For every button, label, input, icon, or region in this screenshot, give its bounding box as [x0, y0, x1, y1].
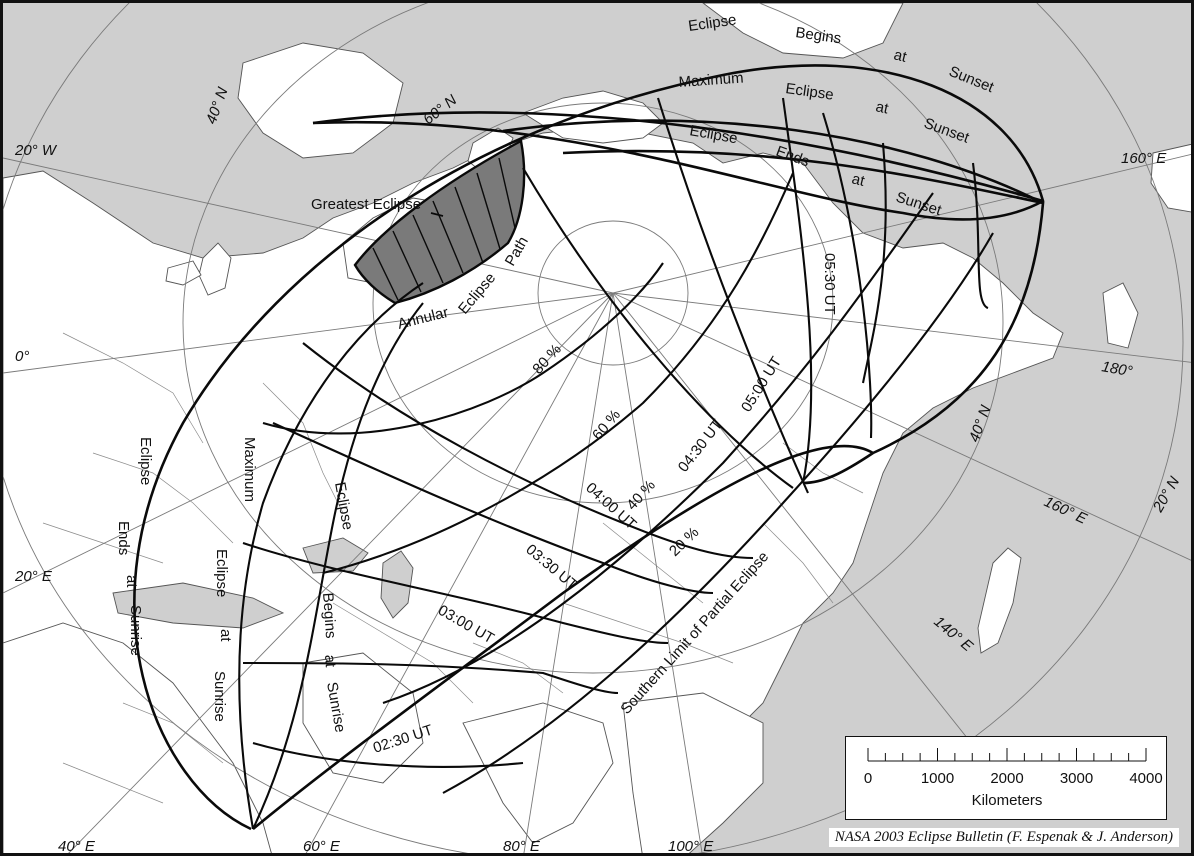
land-arabia	[302, 652, 424, 784]
land-north-america	[702, 3, 904, 59]
time-0600-line	[781, 97, 813, 484]
lon-label-0: 0°	[15, 348, 29, 365]
northern-limit-curve	[252, 444, 874, 831]
label-ends-sunrise-1: Eclipse	[137, 437, 154, 485]
label-max-sunrise-1: Maximum	[241, 437, 258, 502]
scale-label-4000: 4000	[1129, 770, 1163, 787]
maximum-at-sunset-curve	[502, 119, 1044, 205]
lat-label-40n-right: 40° N	[966, 403, 995, 444]
annular-path-time-ticks	[372, 157, 516, 301]
label-ends-sunrise-2: Ends	[115, 521, 132, 555]
magnitude-80-curve	[262, 262, 664, 435]
land-kamchatka	[1102, 282, 1139, 349]
magnitude-60-curve	[322, 172, 794, 575]
time-label-0530: 05:30 UT	[821, 253, 838, 315]
label-greatest-eclipse: Greatest Eclipse	[311, 196, 421, 213]
time-0330-line	[242, 542, 669, 645]
scale-label-2000: 2000	[990, 770, 1024, 787]
time-0700-line	[861, 142, 887, 384]
time-0430-line	[302, 342, 754, 560]
label-max-sunrise-2: Eclipse	[213, 549, 230, 597]
time-0230-line	[252, 741, 524, 768]
outer-envelope	[133, 64, 1045, 831]
time-0400-line	[272, 422, 714, 595]
lat-label-40n-left: 40° N	[203, 85, 232, 126]
label-max-sunset-4: Sunset	[922, 115, 972, 147]
label-ends-sunset-1: Eclipse	[688, 122, 739, 147]
label-begins-sunset-1: Eclipse	[687, 11, 737, 35]
label-ends-sunset-3: at	[850, 170, 867, 190]
land-india	[462, 702, 614, 844]
label-max-sunrise-3: at	[217, 629, 234, 642]
lon-label-60e: 60° E	[303, 838, 341, 855]
land-mediterranean	[112, 582, 285, 629]
scale-bar: 0 1000 2000 3000 4000 Kilometers	[845, 736, 1167, 820]
label-begins-sunrise-3: at	[321, 654, 339, 668]
magnitude-20-curve	[442, 232, 994, 794]
lat-label-60n: 60° N	[420, 91, 460, 128]
lon-label-160e-top: 160° E	[1121, 150, 1167, 167]
label-ends-sunrise-4: Sunrise	[127, 605, 144, 656]
lon-label-140e: 140° E	[930, 613, 976, 656]
time-0300-line	[242, 661, 619, 695]
label-begins-sunset-4: Sunset	[947, 63, 997, 97]
magnitude-40-curve	[382, 192, 934, 704]
label-begins-sunrise-2: Begins	[319, 592, 339, 639]
ends-at-sunset-curve	[562, 149, 1045, 485]
scale-label-0: 0	[863, 770, 873, 787]
time-0730-line	[971, 162, 989, 309]
lon-label-40e: 40° E	[58, 838, 96, 855]
begins-at-sunrise-curve	[252, 302, 424, 830]
maximum-at-sunrise-curve	[238, 282, 424, 830]
scale-label-1000: 1000	[920, 770, 955, 787]
time-0530-line	[656, 97, 809, 494]
lon-label-180: 180°	[1100, 358, 1134, 380]
scale-ruler	[867, 748, 1147, 762]
land-japan	[977, 547, 1022, 654]
label-begins-sunset-2: Begins	[794, 24, 842, 47]
scale-unit-label: Kilometers	[971, 792, 1043, 809]
land-se-asia	[622, 692, 764, 853]
credit-line: NASA 2003 Eclipse Bulletin (F. Espenak &…	[828, 828, 1179, 847]
lat-label-20n: 20° N	[1149, 474, 1183, 516]
label-max-sunset-3: at	[874, 98, 891, 117]
label-ends-sunrise-3: at	[123, 575, 140, 588]
land-caspian-sea	[380, 550, 414, 619]
land-europe-asia	[3, 127, 1064, 853]
label-begins-sunset-3: at	[892, 46, 909, 66]
lon-label-100e: 100° E	[668, 838, 714, 855]
scale-label-3000: 3000	[1059, 770, 1094, 787]
graticule	[3, 3, 1191, 853]
land-greenland	[237, 42, 404, 159]
lon-label-160e-right: 160° E	[1041, 493, 1090, 528]
greatest-eclipse-pointer	[430, 212, 444, 217]
map-canvas: 20° W 0° 20° E 40° E 60° E 80° E 100° E …	[3, 3, 1191, 855]
lon-label-20w: 20° W	[14, 142, 58, 159]
envelope-inner-sunset	[312, 111, 1044, 203]
country-borders	[42, 332, 864, 804]
time-0630-line	[821, 112, 873, 439]
lon-label-80e: 80° E	[503, 838, 541, 855]
label-max-sunset-2: Eclipse	[784, 80, 834, 104]
label-max-sunrise-4: Sunrise	[211, 671, 228, 722]
lon-label-20e: 20° E	[14, 568, 53, 585]
time-0500-line	[522, 167, 794, 489]
label-max-sunset-1: Maximum	[678, 69, 744, 90]
